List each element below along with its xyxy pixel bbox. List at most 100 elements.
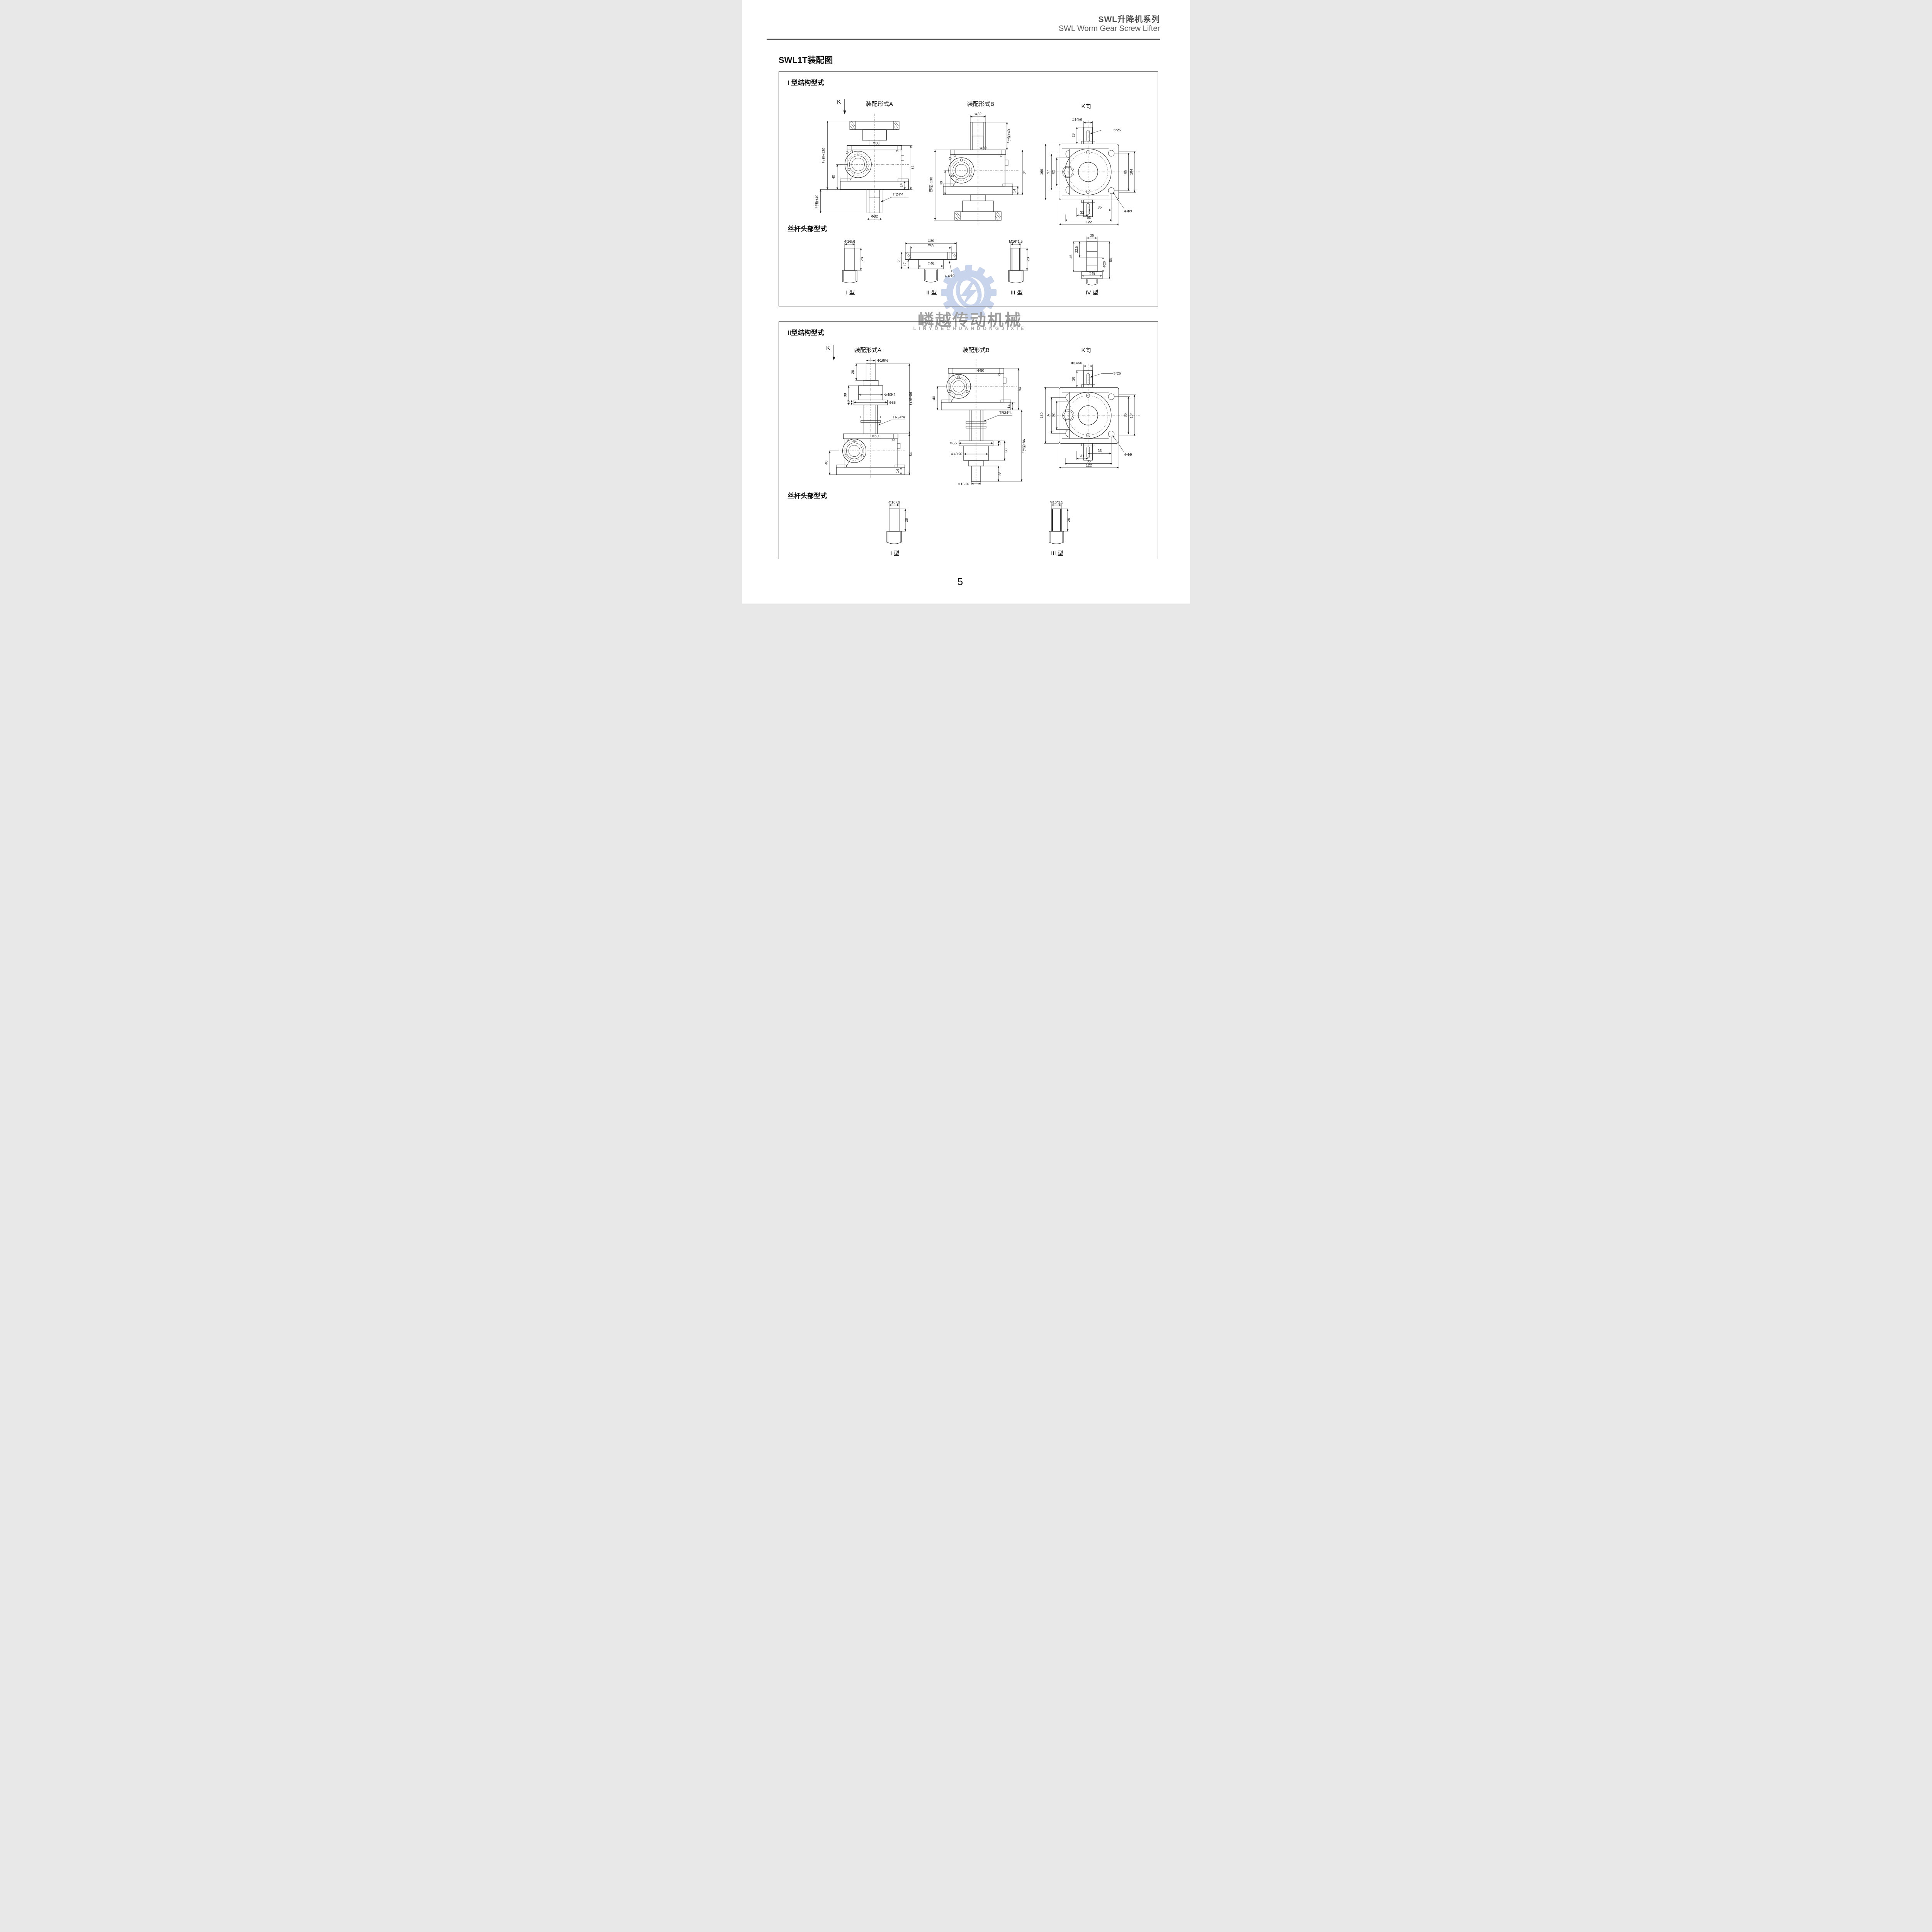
drawing-geometry — [1047, 120, 1141, 224]
dim-label: Tr24*4 — [893, 192, 903, 196]
dim-label: 14 — [1007, 405, 1011, 409]
dim-label: 84 — [909, 452, 913, 456]
section2-title: II型结构型式 — [787, 329, 824, 337]
dim-label: 5*25 — [1114, 372, 1121, 376]
dim-label: 行程+40 — [815, 195, 819, 208]
watermark-brand-latin: LINYUECHUANDONGJIXIE — [913, 326, 1027, 331]
dim-label: 28 — [998, 472, 1002, 476]
dim-label: 40 — [932, 396, 936, 400]
k-label: K — [826, 345, 830, 352]
k-view-title: K向 — [1081, 103, 1091, 110]
dim-label: 4-Φ9 — [1124, 209, 1132, 213]
dim-label: 31 — [1080, 211, 1084, 214]
dim-label: 28 — [851, 370, 855, 374]
drawing-geometry — [842, 248, 857, 284]
form-b-drawing: Φ32 行程+40 Φ80 行程+130 40 84 14 — [929, 112, 1027, 224]
dimensions: Φ80 84 40 14 TR24*4 Φ55 10 Φ40K6 38 行程+8… — [932, 368, 1026, 486]
dim-label: 84 — [1018, 387, 1022, 391]
dimensions: Φ80 Φ65 25 17 Φ40 4-Φ10 — [897, 239, 957, 278]
down-arrow-icon — [843, 99, 846, 114]
dim-label: TR24*4 — [893, 415, 905, 419]
dim-label: 28 — [860, 257, 864, 262]
dim-label: 40 — [832, 175, 835, 179]
dim-label: Φ16k6 — [844, 240, 855, 244]
dim-label: 84 — [1022, 170, 1027, 175]
k-view-title: K向 — [1081, 347, 1091, 354]
k-label: K — [837, 99, 841, 105]
dim-label: 行程+40 — [1007, 129, 1011, 143]
head-type4-drawing: 25 45 22,5 Φ20 65 Φ45 — [1069, 233, 1113, 286]
dim-label: 45 — [1069, 255, 1073, 259]
drawing-geometry — [886, 509, 902, 544]
dim-label: 14 — [900, 183, 903, 187]
dim-label: Φ16K6 — [888, 500, 900, 505]
drawing-geometry — [840, 114, 910, 221]
head-type4-caption: IV 型 — [1085, 289, 1099, 296]
dim-label: M16*1.5 — [1049, 500, 1063, 505]
dim-label: 97 — [1046, 170, 1050, 174]
dim-label: Φ40K6 — [884, 393, 896, 397]
head-type3-drawing: M16*1.5 28 — [1049, 500, 1071, 544]
head-type2-caption: II 型 — [926, 289, 937, 296]
series-title-cn: SWL升降机系列 — [1098, 15, 1160, 24]
dim-label: 行程+130 — [821, 148, 825, 163]
dim-label: Φ55 — [950, 441, 957, 446]
dim-label: 35 — [1098, 206, 1102, 209]
form-a-drawing: 行程+130 40 Φ80 84 14 行程+40 Tr24*4 Φ32 — [815, 114, 915, 221]
head-type1-drawing: Φ16k6 28 — [842, 240, 864, 284]
dim-label: 行程+86 — [908, 392, 913, 405]
dim-label: 22,5 — [1075, 246, 1078, 253]
dim-label: 40 — [824, 461, 828, 464]
dim-label: 104 — [1129, 169, 1133, 175]
section-type2: II型结构型式 K 装配形式A 装配形式B K向 — [779, 321, 1158, 559]
dim-label: 25 — [897, 259, 901, 262]
dim-label: 14 — [896, 469, 900, 473]
dimensions: Φ16K6 28 — [888, 500, 909, 532]
dimensions: M16*1.5 28 — [1009, 240, 1031, 271]
dimensions: Φ32 行程+40 Φ80 行程+130 40 84 14 — [929, 112, 1027, 221]
dim-label: 10 — [997, 441, 1002, 446]
dim-label: Φ80 — [980, 146, 986, 150]
dim-label: Φ16K6 — [877, 359, 888, 362]
head-type3-caption: III 型 — [1051, 550, 1063, 557]
form-b-title: 装配形式B — [962, 347, 990, 354]
dim-label: 65 — [1109, 258, 1113, 262]
heads-title: 丝杆头部型式 — [787, 225, 827, 233]
form-b-drawing: Φ80 84 40 14 TR24*4 Φ55 10 Φ40K6 38 行程+8… — [932, 359, 1026, 486]
k-view-arrow: K — [826, 345, 836, 361]
dim-label: 84 — [911, 165, 915, 169]
dim-label: 14 — [1012, 189, 1017, 193]
dimensions: M16*1.5 28 — [1049, 500, 1071, 532]
dim-label: 28 — [1071, 377, 1075, 381]
dim-label: 行程+130 — [929, 177, 934, 192]
drawing-geometry — [1047, 364, 1141, 468]
lightning-bolt-icon — [961, 280, 977, 306]
form-a-drawing: Φ16K6 28 38 10 Φ40K6 Φ55 TR24*4 行程+86 Φ8… — [824, 357, 913, 479]
dim-label: 160 — [1040, 412, 1044, 418]
dim-label: 104 — [1129, 412, 1133, 418]
dim-label: Φ45 — [1089, 272, 1095, 276]
dim-label: Φ80 — [872, 141, 879, 145]
dim-label: Φ32 — [871, 214, 878, 218]
dim-label: M16*1.5 — [1009, 240, 1022, 244]
drawing-geometry — [1081, 241, 1103, 286]
dimensions: Φ16k6 28 — [844, 240, 864, 271]
section1-title: I 型结构型式 — [787, 79, 824, 87]
drawing-geometry — [1049, 509, 1064, 544]
dim-label: 35 — [1098, 449, 1102, 453]
head-type2-drawing: Φ80 Φ65 25 17 Φ40 4-Φ10 — [897, 239, 957, 282]
dim-label: Φ32 — [975, 112, 981, 116]
dim-label: 62 — [1051, 170, 1055, 174]
dim-label: 40 — [939, 181, 944, 185]
dim-label: 行程+86 — [1022, 439, 1026, 452]
dim-label: Φ20 — [1102, 261, 1106, 268]
dim-label: 85 — [1124, 413, 1128, 417]
k-view-arrow: K — [837, 99, 847, 114]
dim-label: 31 — [1080, 454, 1084, 458]
dim-label: Φ55 — [889, 401, 896, 405]
dim-label: Φ65 — [928, 243, 934, 247]
dim-label: 122 — [1086, 463, 1092, 467]
dimensions: Φ14K6 5*25 28 160 97 62 85 104 35 31 95 … — [1040, 361, 1136, 469]
head-type1-caption: I 型 — [846, 289, 855, 296]
dimensions: Φ14k6 5*25 28 160 97 62 85 104 35 31 95 … — [1040, 118, 1136, 226]
